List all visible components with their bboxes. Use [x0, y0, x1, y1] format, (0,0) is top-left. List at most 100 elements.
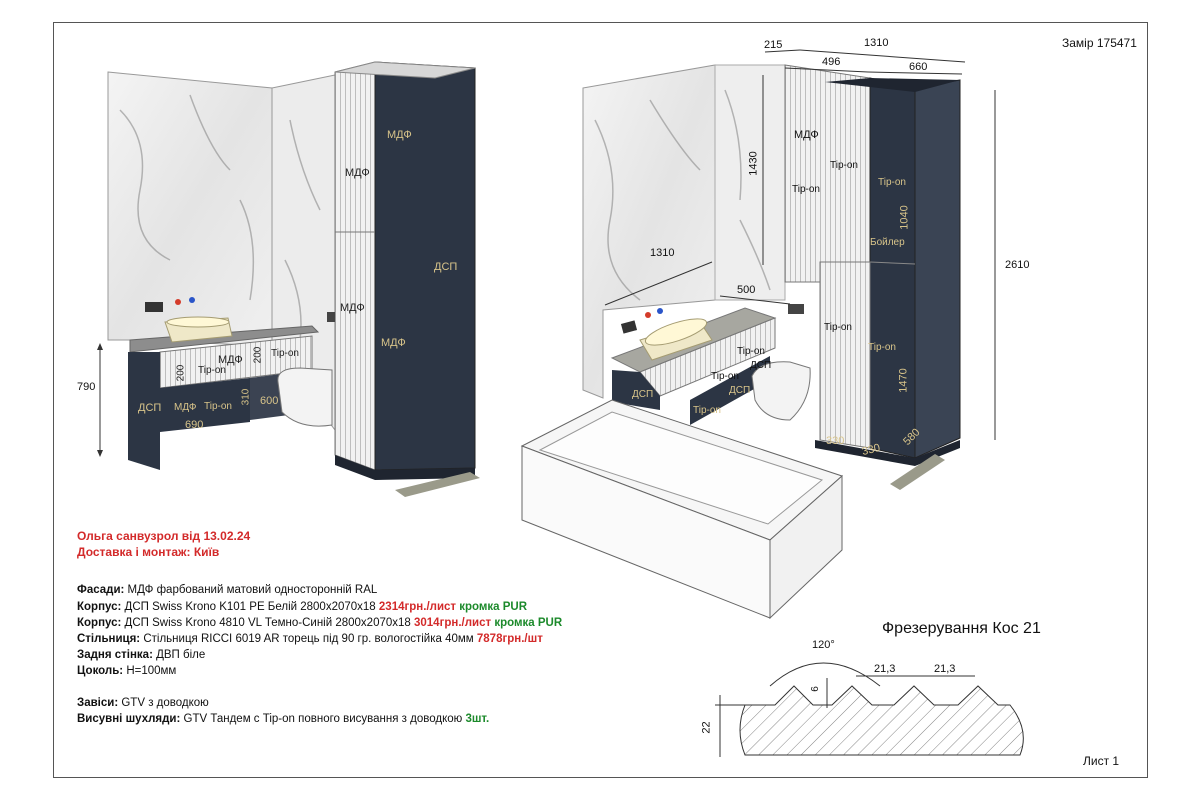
- right-marble-veins: [594, 89, 771, 301]
- right-toilet: [751, 361, 811, 421]
- tap-red: [175, 299, 181, 305]
- label-tipon-lower-b: Tip-on: [868, 342, 896, 353]
- dim-500: 500: [737, 284, 756, 296]
- tall-cabinet-slat-front: [334, 61, 376, 471]
- right-tall-cabinet-side: [914, 79, 961, 459]
- left-marble-wall: [107, 71, 273, 347]
- flush-button: [327, 312, 335, 322]
- drawing-sheet-border: [53, 22, 1148, 778]
- tap-blue: [189, 297, 195, 303]
- right-tall-cabinet-front: [869, 77, 916, 459]
- dim-790: 790: [77, 381, 96, 393]
- toilet: [277, 367, 333, 427]
- bathtub-inner: [538, 411, 824, 525]
- label-mdf-drawer: МДФ: [174, 402, 197, 413]
- label-tipon-3: Tip-on: [204, 401, 232, 412]
- dim-690: 690: [185, 419, 204, 431]
- profile-section: [739, 685, 1024, 756]
- label-mdf-tall-bottom: МДФ: [381, 337, 406, 349]
- sink-rim: [166, 316, 230, 328]
- milling-angle: 120°: [812, 639, 835, 651]
- vanity-countertop: [129, 325, 320, 353]
- right-tap-red: [645, 312, 651, 318]
- spec-line-plinth: Цоколь: H=100мм: [77, 665, 177, 677]
- spec-line-body-white: Корпус: ДСП Swiss Krono K101 PE Белій 28…: [77, 601, 528, 613]
- label-tipon-vanity-c: Tip-on: [693, 405, 721, 416]
- upper-slat-panel: [784, 64, 871, 283]
- measure-number: Замір 175471: [1062, 36, 1137, 50]
- dim-1310-side: 1310: [650, 247, 675, 259]
- tall-cabinet-plinth: [335, 455, 475, 480]
- marble-veins: [119, 94, 321, 341]
- dim-1040: 1040: [898, 205, 911, 230]
- label-tipon-upper-a: Tip-on: [830, 160, 858, 171]
- label-mdf-right: МДФ: [794, 129, 819, 141]
- label-dsp-b: ДСП: [729, 385, 751, 396]
- dim-600: 600: [260, 395, 279, 407]
- dimension-lines: [604, 49, 996, 440]
- milling-depth: 6: [809, 686, 821, 692]
- right-vanity-drawer: [690, 356, 770, 425]
- label-tipon-1: Tip-on: [198, 365, 226, 376]
- dim-310: 310: [240, 388, 252, 406]
- right-vanity-dark: [612, 370, 660, 410]
- label-dsp-left: ДСП: [138, 402, 162, 414]
- project-delivery: Доставка і монтаж: Київ: [77, 545, 220, 559]
- label-dsp-a: ДСП: [750, 360, 772, 371]
- label-mdf-tall-top: МДФ: [387, 129, 412, 141]
- spec-line-back-wall: Задня стінка: ДВП біле: [77, 649, 206, 661]
- tall-cabinet-top: [334, 61, 476, 79]
- right-cabinet-split: [869, 261, 916, 265]
- vanity-drawer-front: [160, 378, 250, 432]
- label-dsp-c: ДСП: [632, 389, 654, 400]
- dim-330-a: 330: [826, 435, 845, 447]
- milling-profile: [715, 662, 1024, 757]
- dim-arrow-bottom: [97, 450, 103, 457]
- wall-outlet: [145, 302, 163, 312]
- project-title: Ольга санвузрол від 13.02.24: [77, 529, 251, 543]
- hardware-line-drawers: Висувні шухляди: GTV Тандем с Tip-on пов…: [77, 713, 490, 725]
- dim-1470: 1470: [897, 368, 910, 393]
- spec-line-body-blue: Корпус: ДСП Swiss Krono 4810 VL Темно-Си…: [77, 617, 563, 629]
- right-flush-button: [788, 304, 804, 314]
- right-marble-wall-center: [714, 64, 786, 301]
- dim-1310-top: 1310: [864, 37, 889, 49]
- dim-arrow-top: [97, 343, 103, 350]
- right-wall-outlet: [620, 320, 638, 334]
- label-mdf-left-top: МДФ: [345, 167, 370, 179]
- label-tipon-upper-b: Tip-on: [792, 184, 820, 195]
- label-mdf-vanity: МДФ: [218, 354, 243, 366]
- right-plinth-board: [890, 454, 945, 490]
- spec-line-countertop: Стільниця: Стільниця RICCI 6019 AR торец…: [77, 633, 543, 645]
- dim-2610: 2610: [1005, 259, 1030, 271]
- label-tipon-2: Tip-on: [271, 348, 299, 359]
- left-view: [97, 61, 480, 497]
- milling-pitch-b: 21,3: [934, 663, 956, 675]
- right-tap-blue: [657, 308, 663, 314]
- label-mdf-left-bottom: МДФ: [340, 302, 365, 314]
- label-boiler: Бойлер: [870, 237, 905, 248]
- right-view: [520, 49, 996, 620]
- right-tall-cabinet-top: [825, 78, 960, 92]
- label-tipon-upper-c: Tip-on: [878, 177, 906, 188]
- sheet-number: Лист 1: [1083, 754, 1120, 768]
- label-dsp-side: ДСП: [434, 261, 458, 273]
- vanity-left-panel: [128, 352, 160, 470]
- label-tipon-lower-a: Tip-on: [824, 322, 852, 333]
- lower-slat-panel: [819, 261, 871, 449]
- tall-cabinet-dark-side: [374, 61, 476, 471]
- dim-496: 496: [822, 56, 841, 68]
- milling-thickness: 22: [700, 721, 713, 734]
- plinth-board: [395, 472, 480, 497]
- milling-pitch-a: 21,3: [874, 663, 896, 675]
- bathtub-end: [769, 474, 843, 620]
- dim-215: 215: [764, 39, 783, 51]
- spec-line-facades: Фасади: МДФ фарбований матовий односторо…: [77, 584, 378, 596]
- angle-arc: [769, 662, 881, 687]
- milling-title: Фрезерування Кос 21: [882, 620, 1041, 637]
- hardware-line-hinges: Завіси: GTV з доводкою: [77, 697, 209, 709]
- dim-1430: 1430: [747, 151, 760, 176]
- dim-200-a: 200: [175, 364, 187, 382]
- right-plinth: [815, 440, 960, 466]
